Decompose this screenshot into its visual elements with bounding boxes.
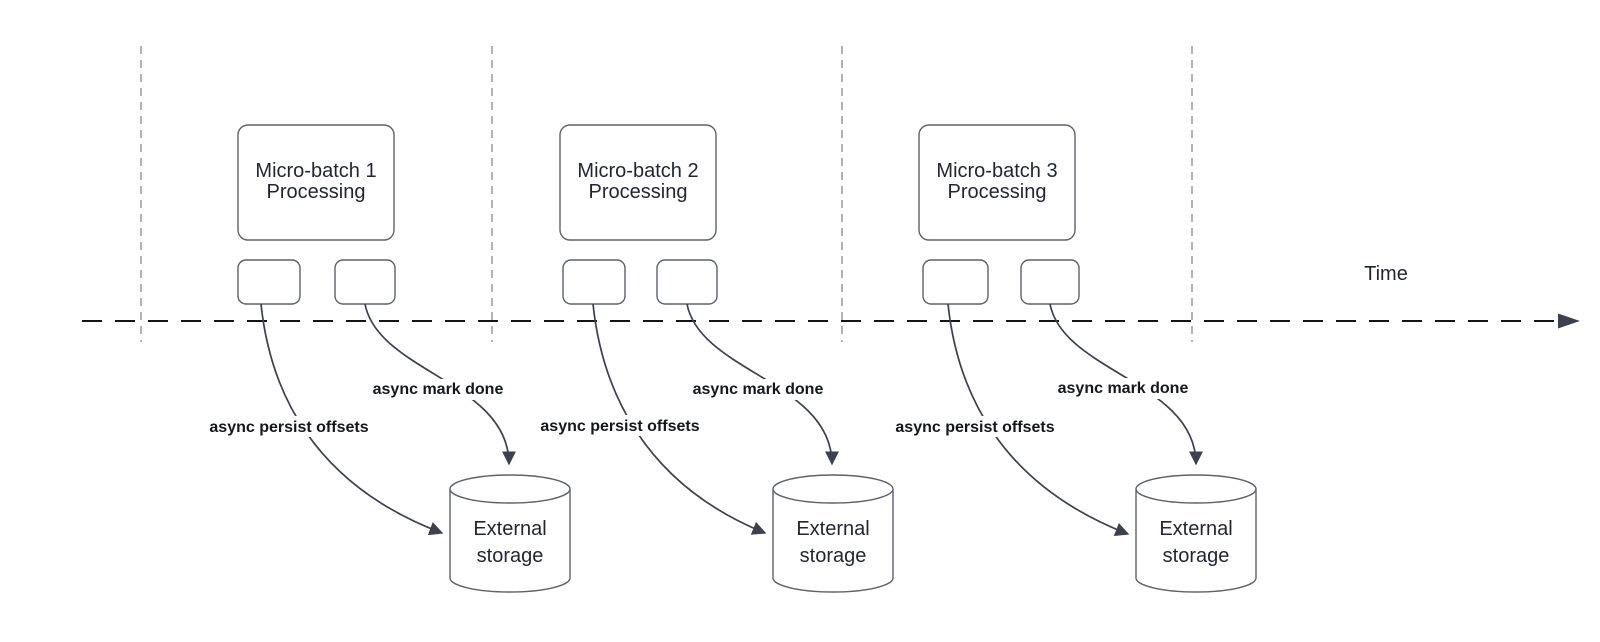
mark-done-label-3: async mark done	[1058, 380, 1189, 397]
processing-box-2	[559, 124, 717, 241]
offset-box-3-right	[1020, 259, 1080, 305]
time-axis-label: Time	[1364, 263, 1408, 285]
persist-offsets-label-bg-2	[528, 415, 712, 436]
offset-box-2-left	[562, 259, 626, 305]
external-storage-cylinder-1: External storage	[449, 474, 571, 593]
processing-box-2-label-line1: Micro-batch 2	[577, 160, 698, 182]
processing-box-3-label-line2: Processing	[948, 181, 1047, 203]
offset-box-1-left	[237, 259, 301, 305]
persist-offsets-label-2: async persist offsets	[540, 418, 699, 435]
time-axis-arrowhead-icon	[1558, 313, 1580, 329]
persist-offsets-label-bg-1	[197, 416, 381, 437]
micro-batch-1-group: Micro-batch 1 Processing async persist o…	[197, 124, 571, 593]
external-storage-cylinder-3: External storage	[1135, 474, 1257, 593]
mark-done-arrow-1	[364, 303, 516, 466]
mark-done-label-bg-1	[361, 379, 515, 400]
processing-box-2-label-line2: Processing	[589, 181, 688, 203]
external-storage-1-label-line1: External	[473, 518, 546, 540]
processing-box-1	[237, 124, 395, 241]
mark-done-label-2: async mark done	[693, 381, 824, 398]
offset-box-2-right	[656, 259, 718, 305]
mark-done-label-bg-3	[1046, 378, 1200, 399]
mark-done-arrow-2	[686, 303, 839, 466]
processing-box-3	[918, 124, 1076, 241]
processing-box-1-label-line1: Micro-batch 1	[255, 160, 376, 182]
offset-box-3-left	[922, 259, 989, 305]
external-storage-1-label-line2: storage	[477, 545, 544, 567]
persist-offsets-label-bg-3	[883, 416, 1067, 437]
external-storage-3-label-line2: storage	[1163, 545, 1230, 567]
persist-offsets-label-1: async persist offsets	[209, 419, 368, 436]
processing-box-3-label-line1: Micro-batch 3	[936, 160, 1057, 182]
processing-box-1-label-line2: Processing	[267, 181, 366, 203]
external-storage-3-label-line1: External	[1159, 518, 1232, 540]
offset-box-1-right	[334, 259, 396, 305]
persist-offsets-label-3: async persist offsets	[895, 419, 1054, 436]
external-storage-2-label-line2: storage	[800, 545, 867, 567]
micro-batch-3-group: Micro-batch 3 Processing async persist o…	[883, 124, 1257, 593]
mark-done-label-1: async mark done	[373, 381, 504, 398]
micro-batch-2-group: Micro-batch 2 Processing async persist o…	[528, 124, 894, 593]
external-storage-cylinder-2: External storage	[772, 474, 894, 593]
external-storage-2-label-line1: External	[796, 518, 869, 540]
mark-done-label-bg-2	[681, 379, 835, 400]
